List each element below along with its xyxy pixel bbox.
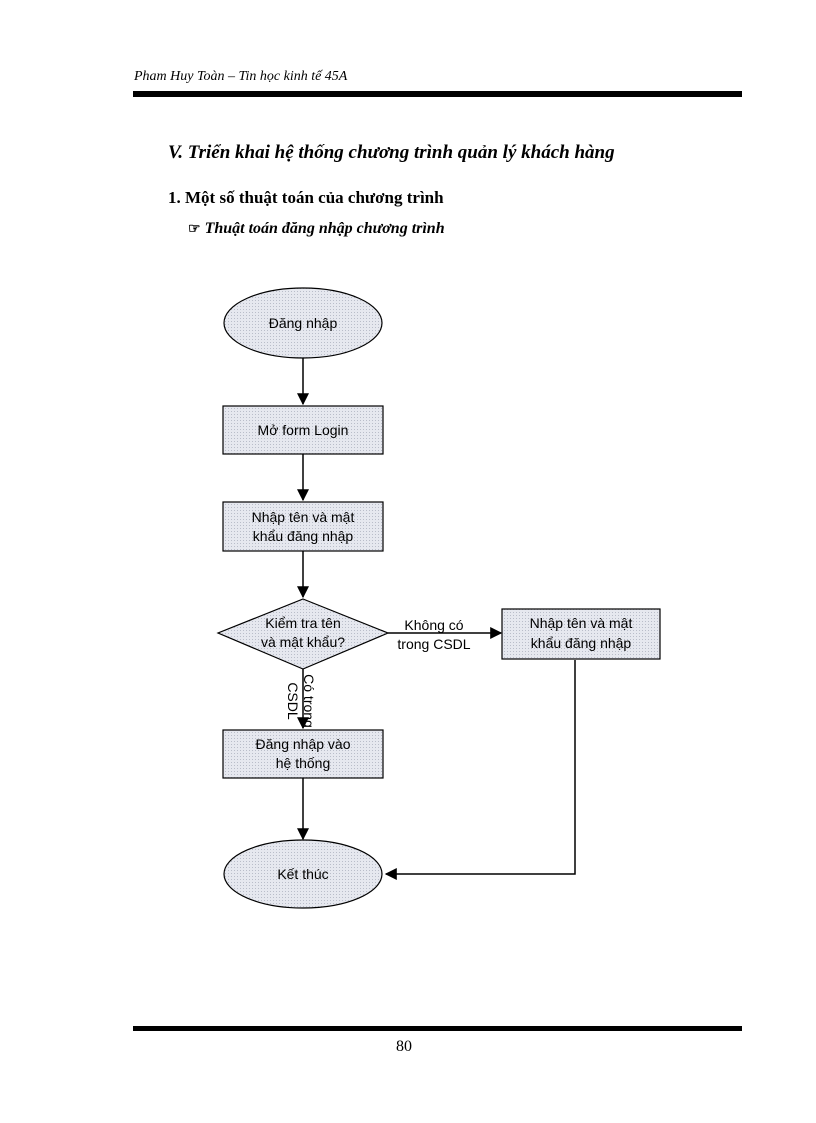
step-retry-box bbox=[501, 608, 661, 660]
branch-no-line2: trong CSDL bbox=[397, 636, 470, 652]
end-terminator bbox=[223, 839, 383, 909]
branch-yes-line1: Có trong bbox=[301, 674, 317, 728]
running-head: Pham Huy Toàn – Tin học kinh tế 45A bbox=[134, 69, 348, 84]
step-open-form-box bbox=[222, 405, 384, 455]
step-open-form-label: Mở form Login bbox=[258, 422, 349, 438]
algorithm-title: Thuật toán đăng nhập chương trình bbox=[204, 220, 445, 237]
start-terminator bbox=[223, 287, 383, 359]
step-input-line2: khẩu đăng nhập bbox=[253, 528, 354, 544]
header-rule bbox=[133, 91, 742, 97]
branch-yes-line2: CSDL bbox=[285, 682, 301, 720]
branch-no-line1: Không có bbox=[404, 617, 463, 633]
footer-rule bbox=[133, 1026, 742, 1031]
step-retry-line2: khẩu đăng nhập bbox=[531, 635, 632, 651]
step-input-box bbox=[222, 501, 384, 552]
page-number: 80 bbox=[396, 1038, 412, 1055]
decision-line1: Kiểm tra tên bbox=[265, 615, 340, 631]
subsection-title: 1. Một số thuật toán của chương trình bbox=[168, 188, 444, 207]
decision-diamond bbox=[216, 598, 390, 670]
start-label: Đăng nhập bbox=[269, 315, 338, 331]
step-input-line1: Nhập tên và mật bbox=[252, 509, 355, 525]
step-login-box bbox=[222, 729, 384, 779]
step-retry-line1: Nhập tên và mật bbox=[530, 615, 633, 631]
section-title: V. Triển khai hệ thống chương trình quản… bbox=[168, 142, 615, 163]
pointing-hand-icon: ☞ bbox=[188, 222, 201, 237]
algorithm-title-line: ☞Thuật toán đăng nhập chương trình bbox=[188, 220, 445, 238]
arrow-retry-to-end bbox=[384, 660, 576, 880]
end-label: Kết thúc bbox=[277, 866, 328, 882]
step-login-line2: hệ thống bbox=[276, 755, 331, 771]
decision-line2: và mật khẩu? bbox=[261, 634, 345, 650]
step-login-line1: Đăng nhập vào bbox=[256, 736, 351, 752]
